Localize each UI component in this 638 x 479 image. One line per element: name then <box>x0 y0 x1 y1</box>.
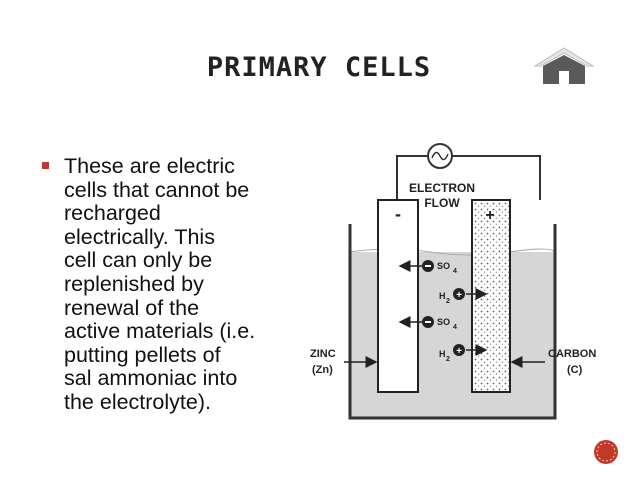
external-wire <box>396 155 541 200</box>
svg-text:SO: SO <box>437 317 450 327</box>
bullet-marker <box>42 162 49 169</box>
svg-text:2: 2 <box>446 356 450 363</box>
svg-text:+: + <box>456 346 462 357</box>
svg-text:4: 4 <box>453 324 457 331</box>
svg-text:H: H <box>439 291 446 301</box>
svg-text:+: + <box>456 290 462 301</box>
slide-title: PRIMARY CELLS <box>206 52 432 83</box>
svg-text:H: H <box>439 349 446 359</box>
svg-text:2: 2 <box>446 298 450 305</box>
zinc-electrode <box>377 199 419 393</box>
electron-flow-label-2: FLOW <box>424 196 460 210</box>
zinc-label: ZINC <box>310 348 336 360</box>
positive-terminal: + <box>485 207 494 224</box>
svg-text:4: 4 <box>453 268 457 275</box>
bullet-text: These are electric cells that cannot be … <box>64 154 256 414</box>
carbon-label: CARBON <box>548 348 596 360</box>
svg-text:SO: SO <box>437 261 450 271</box>
cell-container <box>348 224 557 420</box>
carbon-label-2: (C) <box>567 364 583 376</box>
hydrogen-ion <box>453 288 465 300</box>
negative-terminal: - <box>395 204 401 224</box>
home-icon[interactable] <box>533 46 595 86</box>
electron-flow-label: ELECTRON <box>409 181 475 195</box>
hydrogen-ion <box>453 344 465 356</box>
carbon-electrode <box>471 199 511 393</box>
navigation-dot-icon[interactable] <box>593 439 619 465</box>
zinc-label-2: (Zn) <box>312 364 333 376</box>
primary-cell-diagram: ELECTRON FLOW - + SO 4 H 2 + SO 4 H 2 + … <box>310 143 596 420</box>
